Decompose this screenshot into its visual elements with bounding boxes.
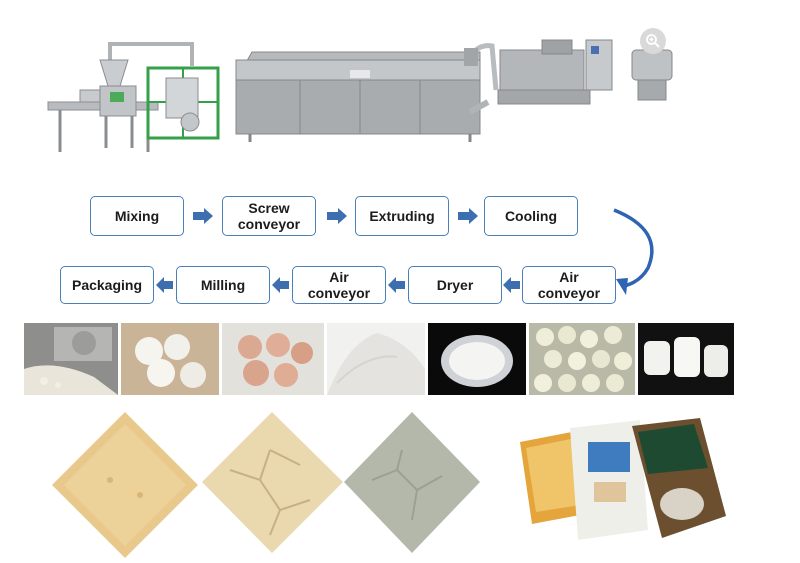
step-mixing: Mixing: [90, 196, 184, 236]
photo-extruder-output: [24, 323, 118, 395]
photo-white-powder-pile: [327, 323, 425, 395]
right-arrow-icon: [327, 208, 347, 224]
step-line: conveyor: [237, 216, 301, 232]
step-line: Air: [559, 269, 579, 285]
production-line-illustration: [47, 39, 673, 152]
grey-powder-sample: [344, 412, 480, 553]
step-milling: Milling: [176, 266, 270, 304]
step-screw-conveyor: Screw conveyor: [222, 196, 316, 236]
step-line: Air: [329, 269, 349, 285]
photo-tan-balls: [222, 323, 324, 395]
step-air-conveyor-2: Air conveyor: [292, 266, 386, 304]
dryer-unit: [235, 51, 481, 142]
step-line: conveyor: [307, 285, 371, 301]
green-frame-tower: [146, 66, 220, 140]
right-arrow-icon: [458, 208, 478, 224]
step-line: Extruding: [369, 208, 435, 224]
packaged-products-image: [520, 418, 726, 540]
zoom-in-icon: [646, 34, 660, 48]
step-line: Packaging: [71, 277, 143, 293]
left-arrow-icon: [503, 277, 520, 293]
left-arrow-icon: [272, 277, 289, 293]
photo-puffed-balls: [529, 323, 635, 395]
left-arrow-icon: [156, 277, 173, 293]
right-arrow-icon: [193, 208, 213, 224]
photo-white-puffs: [121, 323, 219, 395]
photo-puffed-sticks: [638, 323, 734, 395]
cracked-beige-powder-sample: [202, 412, 343, 553]
step-air-conveyor-1: Air conveyor: [522, 266, 616, 304]
left-arrow-icon: [388, 277, 405, 293]
step-line: Cooling: [504, 208, 558, 224]
step-dryer: Dryer: [408, 266, 502, 304]
curved-connector-arrow: [613, 208, 654, 295]
step-packaging: Packaging: [60, 266, 154, 304]
extruder-unit: [464, 39, 673, 115]
step-line: Mixing: [114, 208, 160, 224]
step-extruding: Extruding: [355, 196, 449, 236]
yellow-powder-sample: [52, 412, 198, 558]
step-line: Dryer: [436, 277, 474, 293]
step-line: conveyor: [537, 285, 601, 301]
step-line: Screw: [248, 200, 290, 216]
photo-powder-in-dish: [428, 323, 526, 395]
zoom-button[interactable]: [640, 28, 666, 54]
step-cooling: Cooling: [484, 196, 578, 236]
mixer-unit: [99, 42, 194, 148]
step-line: Milling: [200, 277, 246, 293]
